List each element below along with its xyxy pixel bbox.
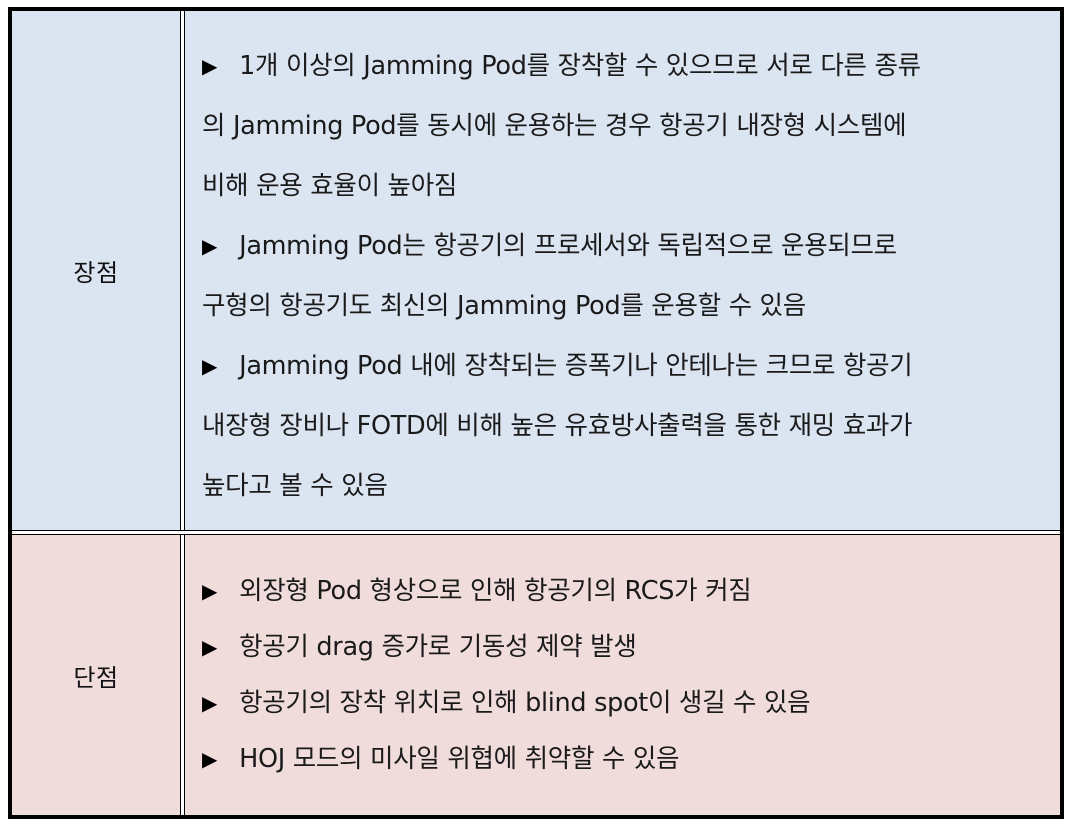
triangle-bullet-icon: ▶ (202, 691, 218, 715)
cons-row: 단점 ▶외장형 Pod 형상으로 인해 항공기의 RCS가 커짐 ▶항공기 dr… (12, 535, 1060, 815)
list-item-continuation: 구형의 항공기도 최신의 Jamming Pod를 운용할 수 있음 (202, 291, 806, 321)
cons-label: 단점 (73, 663, 119, 692)
pros-content: ▶1개 이상의 Jamming Pod를 장착할 수 있으므로 서로 다른 종류… (185, 11, 1060, 530)
pros-row: 장점 ▶1개 이상의 Jamming Pod를 장착할 수 있으므로 서로 다른… (12, 11, 1060, 530)
pros-cons-table: 장점 ▶1개 이상의 Jamming Pod를 장착할 수 있으므로 서로 다른… (8, 7, 1064, 819)
list-item-continuation: 내장형 장비나 FOTD에 비해 높은 유효방사출력을 통한 재밍 효과가 (202, 411, 913, 441)
triangle-bullet-icon: ▶ (202, 579, 218, 603)
triangle-bullet-icon: ▶ (202, 635, 218, 659)
row-divider (12, 530, 1060, 535)
list-item-continuation: 비해 운용 효율이 높아짐 (202, 171, 458, 201)
triangle-bullet-icon: ▶ (202, 54, 218, 78)
list-item: ▶항공기 drag 증가로 기동성 제약 발생 (202, 619, 1040, 675)
list-item: ▶Jamming Pod는 항공기의 프로세서와 독립적으로 운용되므로 (202, 216, 1040, 276)
list-item: ▶Jamming Pod 내에 장착되는 증폭기나 안테나는 크므로 항공기 (202, 336, 1040, 396)
column-divider (180, 11, 185, 530)
column-divider (180, 535, 185, 815)
pros-label: 장점 (73, 259, 119, 287)
list-item-continuation: 높다고 볼 수 있음 (202, 471, 388, 501)
triangle-bullet-icon: ▶ (202, 234, 218, 258)
list-item-continuation: 의 Jamming Pod를 동시에 운용하는 경우 항공기 내장형 시스템에 (202, 111, 907, 141)
triangle-bullet-icon: ▶ (202, 747, 218, 771)
triangle-bullet-icon: ▶ (202, 354, 218, 378)
list-item: ▶1개 이상의 Jamming Pod를 장착할 수 있으므로 서로 다른 종류 (202, 36, 1040, 96)
list-item: ▶HOJ 모드의 미사일 위협에 취약할 수 있음 (202, 731, 1040, 787)
list-item: ▶항공기의 장착 위치로 인해 blind spot이 생길 수 있음 (202, 675, 1040, 731)
list-item: ▶외장형 Pod 형상으로 인해 항공기의 RCS가 커짐 (202, 563, 1040, 619)
cons-content: ▶외장형 Pod 형상으로 인해 항공기의 RCS가 커짐 ▶항공기 drag … (185, 535, 1060, 815)
